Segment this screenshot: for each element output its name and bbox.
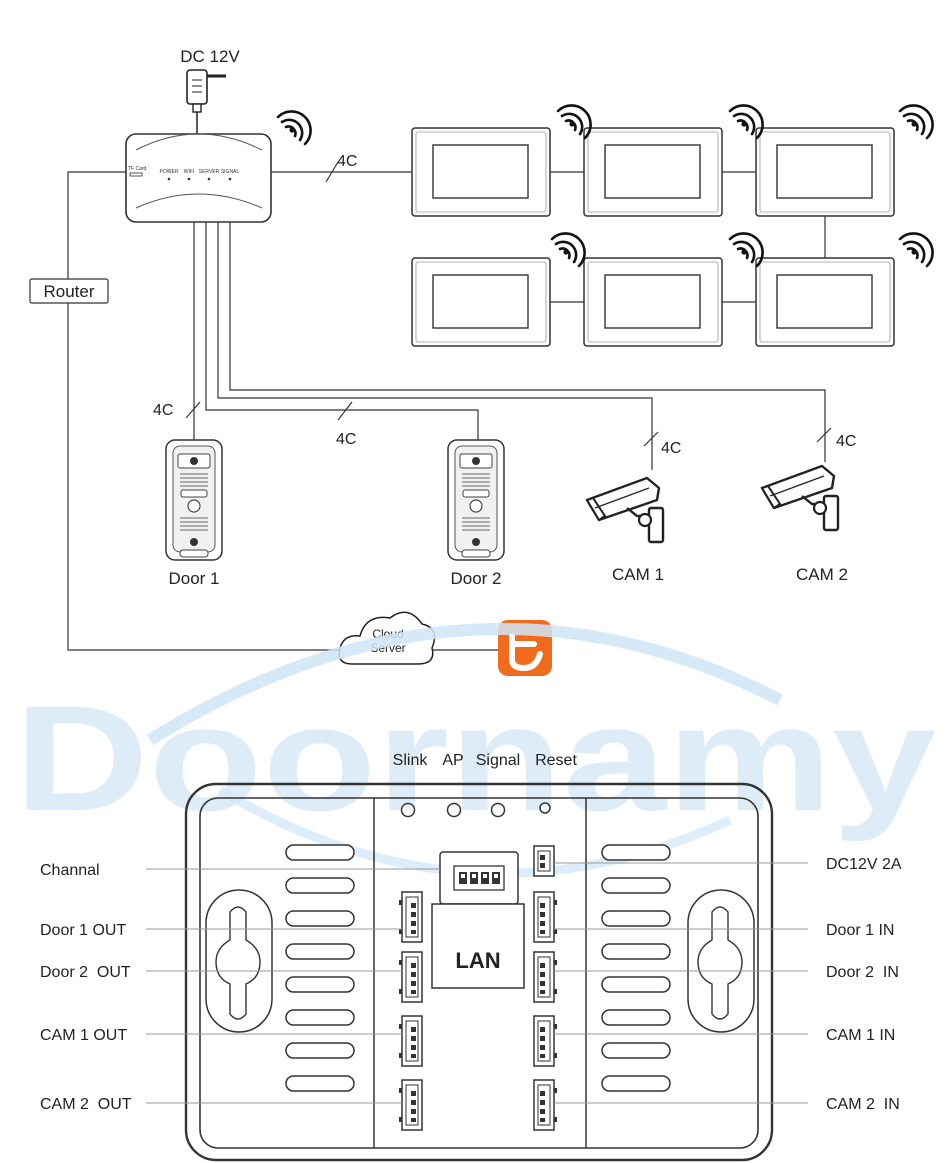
cam-1-in-connector [533, 1015, 558, 1067]
door-2-in-label: Door 2 IN [826, 964, 899, 981]
cable-label-monitors: 4C [337, 153, 357, 170]
slink-led [400, 802, 416, 818]
door-1-in-connector [533, 891, 558, 943]
monitor-4 [411, 257, 551, 347]
hub-signal-label: SIGNAL [221, 169, 240, 175]
monitor-5 [583, 257, 723, 347]
cam-1-out-label: CAM 1 OUT [40, 1027, 127, 1044]
device-shell [184, 782, 774, 1162]
ap-led [446, 802, 462, 818]
monitor-6 [755, 257, 895, 347]
hub-device: TF Card POWER WIFI SERVER SIGNAL [125, 133, 272, 223]
cable-label-cam2: 4C [836, 433, 856, 450]
hub-wifi-icon [276, 110, 312, 146]
monitor-3-wifi-icon [898, 104, 934, 140]
cam-2-label: CAM 2 [796, 565, 848, 584]
door-2-in-connector [533, 951, 558, 1003]
watermark: Doornamy [14, 622, 936, 878]
right-mount-hole [687, 889, 755, 1033]
monitor-grid [411, 104, 934, 347]
hub-wifi-label: WIFI [184, 169, 195, 175]
power-label: DC 12V [180, 47, 240, 66]
indicator-reset-label: Reset [535, 752, 577, 769]
signal-led [490, 802, 506, 818]
indicator-signal-label: Signal [476, 752, 520, 769]
cam-2-out-label: CAM 2 OUT [40, 1096, 132, 1113]
indicator-slink-label: Slink [393, 752, 429, 769]
cam-1-out-connector [398, 1015, 423, 1067]
left-mount-hole [205, 889, 273, 1033]
cable-label-door1: 4C [153, 402, 173, 419]
lan-port [431, 903, 525, 989]
door-1-in-label: Door 1 IN [826, 922, 894, 939]
cam-1-camera [585, 476, 665, 544]
channel-dip-switch [439, 851, 519, 905]
monitor-4-wifi-icon [550, 232, 586, 268]
door-1-out-connector [398, 891, 423, 943]
hub-server-label: SERVER [199, 169, 220, 175]
monitor-1 [411, 127, 551, 217]
lan-label: LAN [455, 948, 500, 973]
cam-2-in-connector [533, 1079, 558, 1131]
monitor-3 [755, 127, 895, 217]
cam-2-in-label: CAM 2 IN [826, 1096, 900, 1113]
hub-power-label: POWER [160, 169, 179, 175]
door-2-doorbell [447, 439, 505, 561]
right-vents [601, 844, 671, 1092]
router-label: Router [43, 282, 94, 301]
monitor-6-wifi-icon [898, 232, 934, 268]
cam-2-camera [760, 464, 840, 532]
indicator-ap-label: AP [442, 752, 463, 769]
cam-2-out-connector [398, 1079, 423, 1131]
dc-power-connector [533, 845, 555, 877]
reset-button [539, 802, 551, 814]
channel-label: Channal [40, 862, 100, 879]
watermark-text: Doornamy [14, 674, 936, 842]
dc12v-label: DC12V 2A [826, 856, 902, 873]
door-2-out-connector [398, 951, 423, 1003]
router-box [29, 278, 109, 304]
door-1-out-label: Door 1 OUT [40, 922, 126, 939]
cam-1-in-label: CAM 1 IN [826, 1027, 895, 1044]
door-1-label: Door 1 [168, 569, 219, 588]
power-adapter [186, 69, 226, 134]
monitor-2 [583, 127, 723, 217]
door-2-label: Door 2 [450, 569, 501, 588]
hub-tf-card-label: TF Card [128, 166, 147, 172]
door-2-out-label: Door 2 OUT [40, 964, 131, 981]
cam-1-label: CAM 1 [612, 565, 664, 584]
door-1-doorbell [165, 439, 223, 561]
left-vents [285, 844, 355, 1092]
cable-label-door2: 4C [336, 431, 356, 448]
cable-label-cam1: 4C [661, 440, 681, 457]
